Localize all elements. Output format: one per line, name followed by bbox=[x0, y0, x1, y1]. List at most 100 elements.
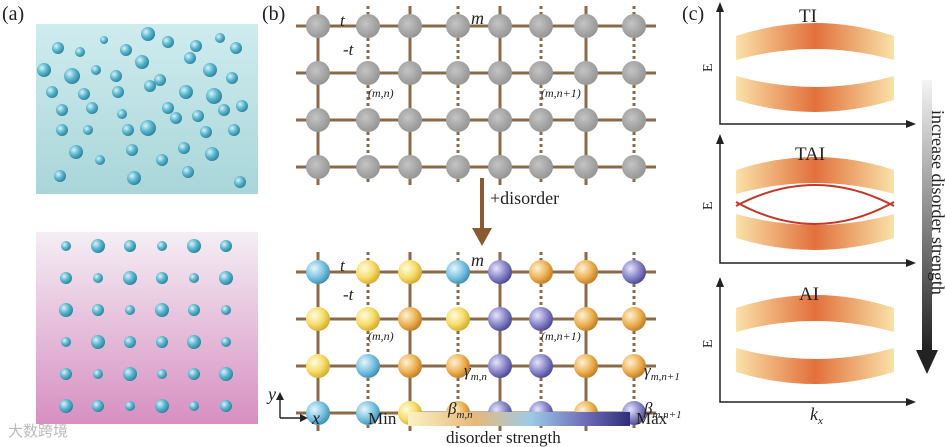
sphere bbox=[117, 109, 127, 119]
sphere bbox=[37, 63, 51, 77]
sphere bbox=[188, 304, 200, 316]
lattice-site bbox=[398, 61, 422, 85]
sphere bbox=[156, 336, 168, 348]
axis-e-tai: E bbox=[701, 201, 716, 210]
sphere bbox=[124, 336, 136, 348]
sphere bbox=[61, 337, 71, 347]
lattice-site bbox=[529, 354, 553, 378]
in-gap-state bbox=[735, 201, 895, 225]
beta-mn1-label: βm,n+1 bbox=[643, 399, 682, 421]
sphere bbox=[75, 47, 85, 57]
phase-arrowheads bbox=[716, 2, 916, 406]
sphere bbox=[200, 126, 212, 138]
axis-k-label: kx bbox=[810, 404, 823, 427]
lattice-site bbox=[529, 61, 553, 85]
gamma-mn1-label: γm,n+1 bbox=[644, 361, 680, 383]
sphere bbox=[187, 335, 201, 349]
lattice-site bbox=[488, 108, 512, 132]
lattice-site bbox=[622, 354, 646, 378]
lattice-site bbox=[529, 155, 553, 179]
lattice-site bbox=[398, 260, 422, 284]
sphere bbox=[157, 241, 167, 251]
sphere bbox=[219, 271, 233, 285]
sphere bbox=[184, 52, 196, 64]
sphere bbox=[92, 304, 104, 316]
ordered-spheres bbox=[59, 239, 233, 413]
site-mn-label-2: (m,n) bbox=[368, 329, 394, 343]
sphere bbox=[162, 102, 174, 114]
lattice-site bbox=[574, 307, 598, 331]
side-gradient-arrow bbox=[916, 80, 938, 374]
lattice-site bbox=[622, 14, 646, 38]
sphere bbox=[226, 72, 238, 84]
colorbar-label: disorder strength bbox=[446, 428, 561, 447]
axis-e-ai: E bbox=[701, 339, 716, 348]
sphere bbox=[154, 74, 166, 86]
lattice-site bbox=[488, 61, 512, 85]
lattice-site bbox=[529, 260, 553, 284]
site-mn-label: (m,n) bbox=[368, 86, 394, 100]
lattice-site bbox=[622, 260, 646, 284]
sphere bbox=[56, 104, 68, 116]
lattice-site bbox=[529, 307, 553, 331]
sphere bbox=[190, 40, 202, 52]
sphere bbox=[91, 335, 105, 349]
sphere bbox=[155, 303, 169, 317]
axis-e-ti: E bbox=[701, 63, 716, 72]
sphere bbox=[54, 170, 66, 182]
lattice-site bbox=[574, 108, 598, 132]
lattice-site bbox=[622, 61, 646, 85]
panel-label-b: (b) bbox=[262, 3, 285, 25]
sphere bbox=[192, 110, 204, 122]
hop-t-label-2: t bbox=[340, 256, 346, 275]
lattice-site bbox=[306, 354, 330, 378]
lattice-site bbox=[446, 14, 470, 38]
lattice-site bbox=[529, 108, 553, 132]
sphere bbox=[179, 85, 193, 99]
sphere bbox=[64, 68, 80, 84]
sphere bbox=[91, 239, 105, 253]
panel-label-c: (c) bbox=[682, 3, 704, 25]
xy-axes bbox=[276, 392, 308, 422]
hop-neg-t-label: -t bbox=[343, 40, 355, 59]
lattice-site bbox=[488, 260, 512, 284]
sphere bbox=[182, 166, 194, 178]
panel-label-a: (a) bbox=[2, 3, 24, 25]
lattice-site bbox=[488, 155, 512, 179]
lattice-site bbox=[398, 307, 422, 331]
lattice-clean bbox=[296, 6, 656, 185]
sphere bbox=[120, 44, 132, 56]
disorder-arrow-label: +disorder bbox=[490, 188, 559, 208]
lattice-site bbox=[356, 307, 380, 331]
sphere bbox=[189, 273, 199, 283]
sphere bbox=[234, 176, 246, 188]
site-mn1-label: (m,n+1) bbox=[541, 86, 581, 100]
sphere bbox=[110, 70, 122, 82]
lattice-site bbox=[356, 401, 380, 425]
lattice-site bbox=[398, 354, 422, 378]
watermark: 大数跨境 bbox=[8, 423, 69, 440]
sphere bbox=[141, 27, 155, 41]
sphere bbox=[95, 155, 105, 165]
sphere bbox=[59, 399, 73, 413]
sphere bbox=[46, 86, 58, 98]
sphere bbox=[221, 305, 231, 315]
lattice-site bbox=[574, 155, 598, 179]
lattice-site bbox=[356, 354, 380, 378]
lattice-site bbox=[488, 354, 512, 378]
sphere bbox=[123, 271, 137, 285]
sphere bbox=[125, 401, 135, 411]
lattice-site bbox=[622, 155, 646, 179]
lattice-site bbox=[356, 108, 380, 132]
sphere bbox=[220, 240, 232, 252]
sphere bbox=[61, 241, 71, 251]
sphere bbox=[83, 125, 93, 135]
sphere bbox=[140, 120, 156, 136]
lattice-site bbox=[446, 260, 470, 284]
lattice-site bbox=[356, 260, 380, 284]
sphere bbox=[178, 142, 190, 154]
sphere bbox=[155, 399, 169, 413]
panel-a-bottom-box bbox=[36, 232, 258, 424]
sphere bbox=[60, 272, 72, 284]
